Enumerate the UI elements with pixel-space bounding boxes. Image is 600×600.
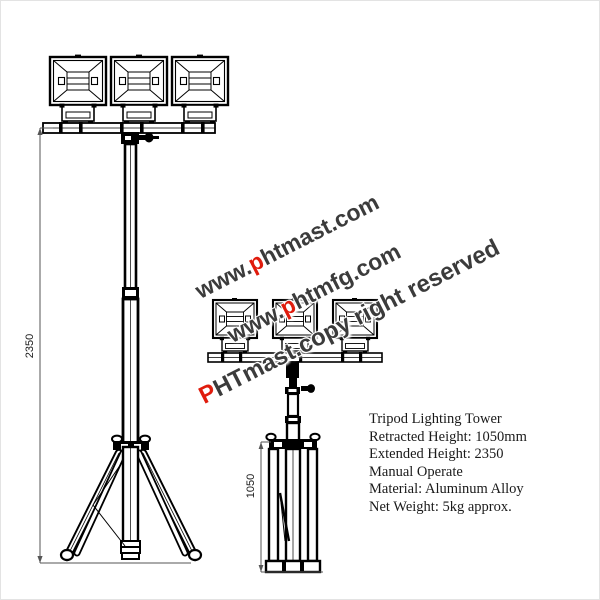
lamp-head [170,53,230,128]
lamp-head [109,53,169,128]
tilt-knob-extended [121,132,159,144]
spec-title: Tripod Lighting Tower [369,411,502,427]
crossbar-extended [42,122,216,134]
tripod-leg-rear-left [73,449,127,557]
mast-lower-extended [121,297,140,449]
lamp-head [48,53,108,128]
crossbar-retracted [207,352,383,363]
retracted-tower-view [207,296,383,574]
lamp-head-group-retracted [211,296,379,357]
lamp-head [331,296,379,357]
lamp-head [271,296,319,357]
dimension-1050: 1050 [245,441,323,573]
tripod-leg-left [59,448,124,562]
tilt-knob-retracted [286,361,299,370]
extended-tower-view [42,53,230,562]
spec-operation: Manual Operate [369,463,463,480]
lamp-head [211,296,259,357]
lamp-head-group-extended [48,53,230,128]
dimension-label-2350: 2350 [24,334,36,358]
center-column-foot [120,445,141,560]
spec-material: Material: Aluminum Alloy [369,481,524,498]
spec-extended-height: Extended Height: 2350 [369,446,504,463]
tripod-brace [92,460,126,547]
dimension-label-1050: 1050 [245,474,257,498]
folded-legs [267,447,319,563]
folded-legs-collar [265,432,321,449]
mast-clamp-collar [122,287,139,299]
spec-retracted-height: Retracted Height: 1050mm [369,428,527,445]
retracted-base-feet [264,559,322,574]
spec-net-weight: Net Weight: 5kg approx. [369,498,512,515]
tripod-leg-right [138,448,203,562]
collapsed-mast [285,370,315,443]
specification-block: Tripod Lighting Tower Retracted Height: … [369,411,527,517]
tripod-leg-rear-right [135,449,189,557]
mast-upper-extended [123,142,138,292]
dimension-2350: 2350 [24,127,191,564]
